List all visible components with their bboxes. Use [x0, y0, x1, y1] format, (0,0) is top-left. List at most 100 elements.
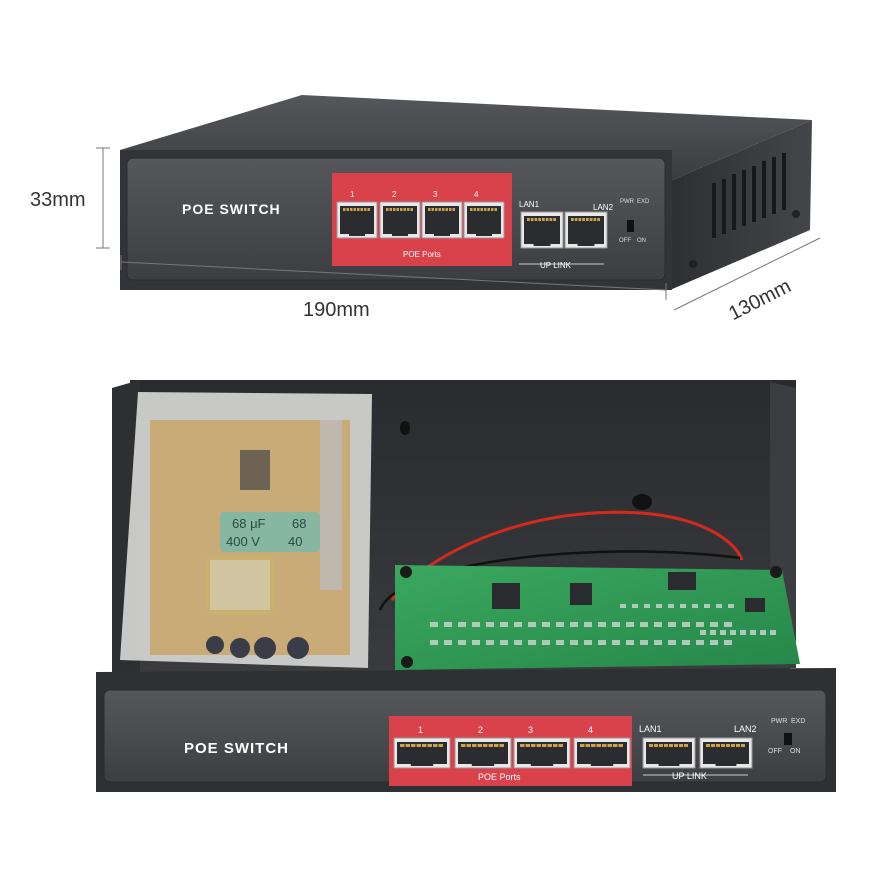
- smd-component: [680, 604, 686, 608]
- on-label: ON: [790, 748, 801, 755]
- smd-component: [760, 630, 766, 635]
- smd-component: [696, 640, 704, 645]
- rj45-port[interactable]: [699, 737, 753, 769]
- smd-component: [570, 622, 578, 627]
- poe-port-number: 2: [478, 725, 483, 735]
- smd-component: [682, 640, 690, 645]
- smd-component: [556, 622, 564, 627]
- extend-switch-toggle[interactable]: [627, 220, 634, 232]
- smd-component: [528, 640, 536, 645]
- poe-group-label: POE Ports: [403, 250, 441, 259]
- rj45-port[interactable]: [336, 201, 378, 239]
- smd-component: [668, 622, 676, 627]
- switch-right-side: [670, 120, 812, 290]
- rj45-port[interactable]: [564, 211, 608, 249]
- height-dimension: 33mm: [30, 189, 86, 211]
- pwr-label: PWR: [771, 718, 787, 725]
- pcb-components: [430, 604, 776, 645]
- smd-component: [472, 622, 480, 627]
- poe-port-number: 4: [588, 725, 593, 735]
- capacitor-label-2b: 40: [288, 534, 302, 549]
- capacitor-label-1: 68 μF: [232, 516, 266, 531]
- smd-component: [528, 622, 536, 627]
- smd-component: [632, 604, 638, 608]
- open-switch-view: 68 μF 68 400 V 40 POE SWITC: [96, 380, 836, 792]
- rj45-port[interactable]: [463, 201, 505, 239]
- smd-component: [486, 640, 494, 645]
- uplink-labels: LAN1 LAN2: [639, 724, 757, 734]
- capacitor-label-1b: 68: [292, 516, 306, 531]
- uplink-group-label: UP LINK: [672, 771, 707, 781]
- lan1-label: LAN1: [639, 724, 662, 734]
- poe-port-number: 2: [392, 190, 397, 199]
- rj45-port[interactable]: [379, 201, 421, 239]
- rj45-port[interactable]: [520, 211, 564, 249]
- smd-component: [682, 622, 690, 627]
- poe-port-number: 3: [528, 725, 533, 735]
- smd-component: [612, 640, 620, 645]
- poe-controller-chip: [668, 572, 696, 590]
- smd-component: [458, 640, 466, 645]
- smd-component: [444, 622, 452, 627]
- psu-small-capacitors: [206, 636, 309, 659]
- smd-component: [704, 604, 710, 608]
- smd-component: [696, 622, 704, 627]
- smd-component: [668, 640, 676, 645]
- depth-dimension: 130mm: [725, 275, 794, 325]
- uplink-labels: LAN1 LAN2: [519, 200, 614, 212]
- rj45-port[interactable]: [642, 737, 696, 769]
- lan2-label: LAN2: [734, 724, 757, 734]
- switch-chip: [492, 583, 520, 609]
- smd-component: [556, 640, 564, 645]
- smd-component: [740, 630, 746, 635]
- smd-component: [668, 604, 674, 608]
- lan1-label: LAN1: [519, 200, 540, 209]
- screw-icon: [689, 260, 697, 268]
- smd-component: [514, 622, 522, 627]
- smd-component: [654, 640, 662, 645]
- poe-port-number: 4: [474, 190, 479, 199]
- smd-component: [654, 622, 662, 627]
- rj45-port[interactable]: [393, 737, 451, 769]
- lan2-label: LAN2: [593, 203, 614, 212]
- smd-component: [612, 622, 620, 627]
- closed-switch-view: POE SWITCH 1 2 3 4 POE Ports LAN1 LAN2 U…: [120, 95, 812, 290]
- smd-component: [710, 640, 718, 645]
- status-labels-top: PWR EXD OFF ON: [619, 199, 650, 244]
- uplink-ports-top: [520, 211, 608, 249]
- rj45-port[interactable]: [513, 737, 571, 769]
- smd-component: [430, 640, 438, 645]
- smd-component: [598, 640, 606, 645]
- brand-label: POE SWITCH: [182, 201, 281, 217]
- poe-port-number: 3: [433, 190, 438, 199]
- smd-component: [472, 640, 480, 645]
- rj45-port[interactable]: [573, 737, 631, 769]
- poe-port-numbers: 1 2 3 4: [350, 190, 479, 199]
- smd-component: [728, 604, 734, 608]
- smd-component: [724, 622, 732, 627]
- pwr-label: PWR: [620, 199, 635, 205]
- smd-component: [716, 604, 722, 608]
- smd-component: [720, 630, 726, 635]
- smd-component: [640, 622, 648, 627]
- extend-switch-toggle[interactable]: [784, 733, 792, 745]
- smd-component: [444, 640, 452, 645]
- poe-port-number: 1: [350, 190, 355, 199]
- dimension-annotations: [96, 147, 821, 311]
- smd-component: [700, 630, 706, 635]
- capacitor-label-2: 400 V: [226, 534, 260, 549]
- mounting-hole: [632, 494, 652, 510]
- mounting-hole: [400, 421, 410, 435]
- status-labels-bottom: PWR EXD OFF ON: [768, 718, 805, 755]
- smd-component: [458, 622, 466, 627]
- smd-component: [598, 622, 606, 627]
- smd-component: [584, 640, 592, 645]
- rj45-port[interactable]: [454, 737, 512, 769]
- exd-label: EXD: [637, 199, 650, 205]
- width-dimension: 190mm: [303, 299, 370, 321]
- rj45-port[interactable]: [421, 201, 463, 239]
- smd-component: [620, 604, 626, 608]
- poe-port-number: 1: [418, 725, 423, 735]
- poe-group-label: POE Ports: [478, 772, 521, 782]
- on-label: ON: [637, 238, 646, 244]
